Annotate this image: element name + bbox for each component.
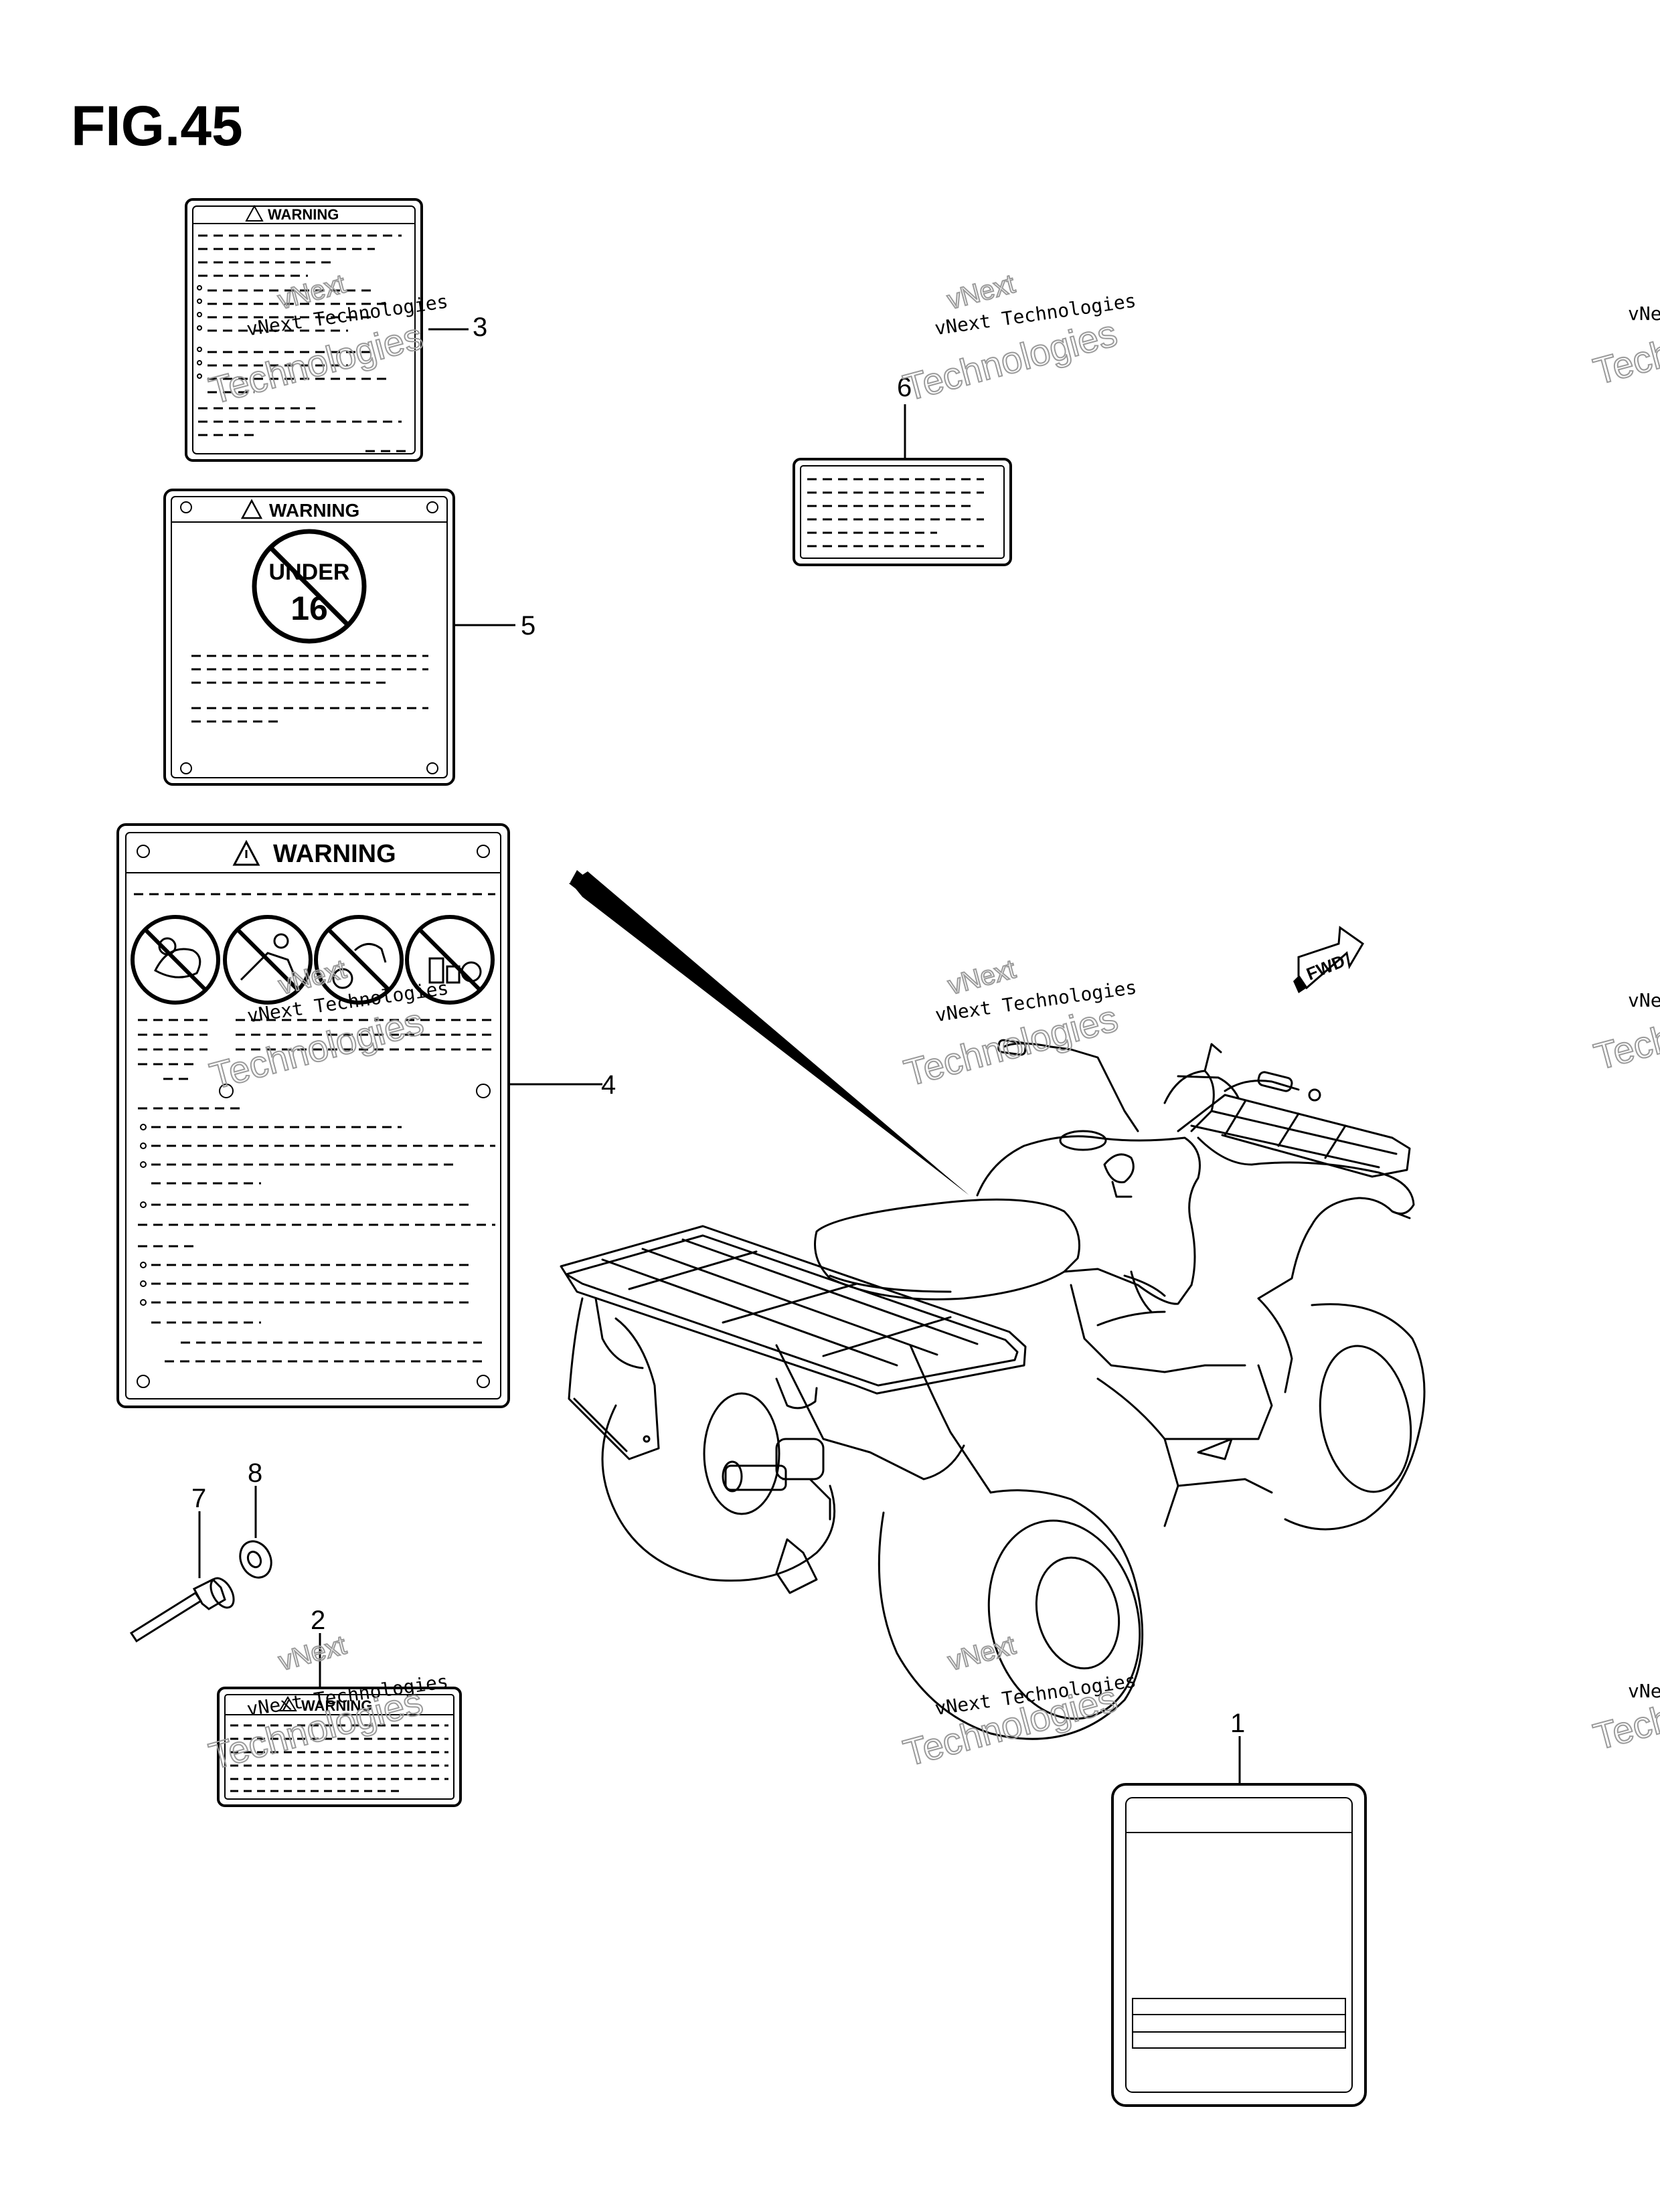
svg-text:vNext: vNext xyxy=(276,1630,349,1677)
callout-5: 5 xyxy=(521,611,535,641)
watermark-edge-3: vNext Technologies Technologies xyxy=(1588,1660,1660,1758)
callout-7: 7 xyxy=(191,1484,206,1513)
watermark-edge-1: vNext Technologies Technologies xyxy=(1588,294,1660,393)
callout-4: 4 xyxy=(601,1070,616,1100)
part-7-rivet xyxy=(129,1511,235,1643)
callout-1: 1 xyxy=(1230,1709,1245,1738)
svg-text:vNext Technologies: vNext Technologies xyxy=(1628,989,1660,1011)
no-paved-road-icon xyxy=(314,915,404,1005)
no-helmet-icon xyxy=(131,915,220,1005)
callout-2: 2 xyxy=(311,1606,325,1635)
svg-text:vNext Technologies: vNext Technologies xyxy=(1628,1680,1660,1702)
fwd-arrow-icon: FWD xyxy=(1293,926,1364,993)
label-1-sticker xyxy=(1111,1736,1367,2107)
atv-illustration xyxy=(560,1039,1426,1740)
no-under-16-icon xyxy=(252,529,367,644)
callout-3: 3 xyxy=(473,313,487,342)
watermark-edge-2: vNext Technologies Technologies xyxy=(1589,980,1660,1078)
warning-triangle-icon xyxy=(232,839,260,866)
label-2-warning-text: WARNING xyxy=(301,1697,372,1714)
label-5-under-16-sticker: WARNING UNDER 16 xyxy=(163,489,515,786)
part-8-washer xyxy=(239,1486,272,1579)
watermark-4: vNext vNext Technologies Technologies xyxy=(899,954,1138,1095)
label-3-warning-text: WARNING xyxy=(268,206,339,223)
callout-8: 8 xyxy=(248,1458,262,1488)
no-alcohol-icon xyxy=(405,915,495,1005)
svg-text:vNext: vNext xyxy=(945,1630,1019,1677)
no-passenger-icon xyxy=(223,915,313,1005)
label-6-sticker xyxy=(793,404,1012,566)
label-4-large-warning-sticker: WARNING xyxy=(116,823,602,1408)
warning-triangle-icon xyxy=(240,499,263,519)
label-2-warning-sticker: WARNING xyxy=(217,1633,462,1807)
warning-triangle-icon xyxy=(245,204,264,222)
label-5-warning-text: WARNING xyxy=(269,500,359,521)
label-4-warning-text: WARNING xyxy=(273,840,396,868)
watermark-6: vNext vNext Technologies Technologies xyxy=(898,1630,1137,1775)
warning-triangle-icon xyxy=(278,1696,297,1711)
age-text: 16 xyxy=(290,590,328,627)
under-text: UNDER xyxy=(269,560,350,585)
watermark-2: vNext vNext Technologies Technologies xyxy=(898,268,1137,410)
svg-text:vNext Technologies: vNext Technologies xyxy=(1628,303,1660,325)
watermark-5: vNext vNext Technologies Technologies xyxy=(204,1630,450,1778)
watermark-3: vNext vNext Technologies Technologies xyxy=(205,954,450,1098)
label-3-warning-sticker: WARNING xyxy=(185,198,469,462)
svg-text:Technologies: Technologies xyxy=(1589,1661,1660,1758)
figure-title: FIG.45 xyxy=(71,94,243,157)
callout-6: 6 xyxy=(897,373,912,402)
